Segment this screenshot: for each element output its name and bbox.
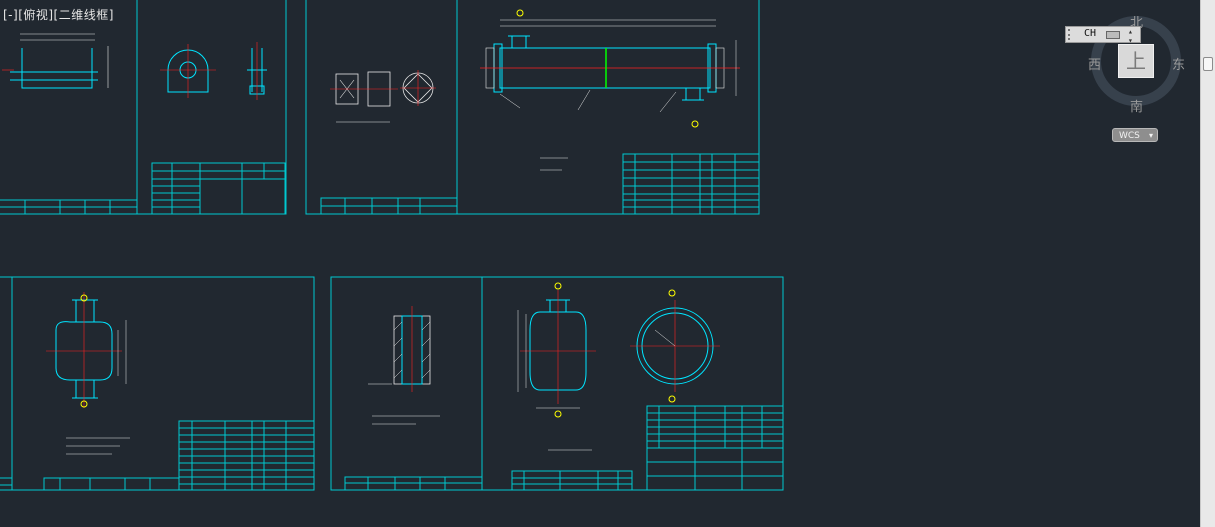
part-drum-and-ring: [517, 282, 720, 451]
sheet-top-3: [305, 0, 458, 215]
part-flange-detail: [330, 70, 436, 123]
viewport-controls-label[interactable]: [-][俯视][二维线框]: [3, 8, 114, 22]
part-frame-plan: [2, 33, 109, 89]
vertical-scrollbar[interactable]: [1200, 0, 1215, 527]
compass-south[interactable]: 南: [1130, 100, 1144, 115]
compass-east[interactable]: 东: [1172, 58, 1186, 73]
chevron-down-icon: ▾: [1148, 131, 1153, 140]
part-saddle-support: [160, 42, 267, 100]
sheet-bottom-4: [481, 276, 784, 491]
sheet-bottom-1: [0, 276, 13, 491]
drag-handle-icon[interactable]: [1068, 29, 1074, 40]
keyboard-icon[interactable]: [1106, 31, 1120, 39]
sheet-top-2: [136, 0, 287, 215]
sheet-top-4: [456, 0, 760, 215]
wcs-label: WCS: [1119, 131, 1140, 141]
viewcube-face-top[interactable]: 上: [1118, 44, 1154, 78]
part-horizontal-vessel: [480, 9, 740, 171]
language-bar[interactable]: CH ▴▾: [1065, 26, 1141, 45]
part-vertical-vessel: [46, 292, 130, 455]
scrollbar-thumb[interactable]: [1203, 57, 1213, 71]
language-code[interactable]: CH: [1084, 28, 1097, 39]
chevron-down-icon[interactable]: ▴▾: [1128, 27, 1133, 45]
sheet-top-1: [0, 0, 138, 215]
compass-west[interactable]: 西: [1088, 58, 1102, 73]
part-sleeve: [368, 306, 440, 425]
viewcube-ring-icon: [1091, 16, 1181, 106]
wcs-menu-button[interactable]: WCS ▾: [1112, 128, 1158, 142]
sheet-bottom-2: [11, 276, 332, 491]
